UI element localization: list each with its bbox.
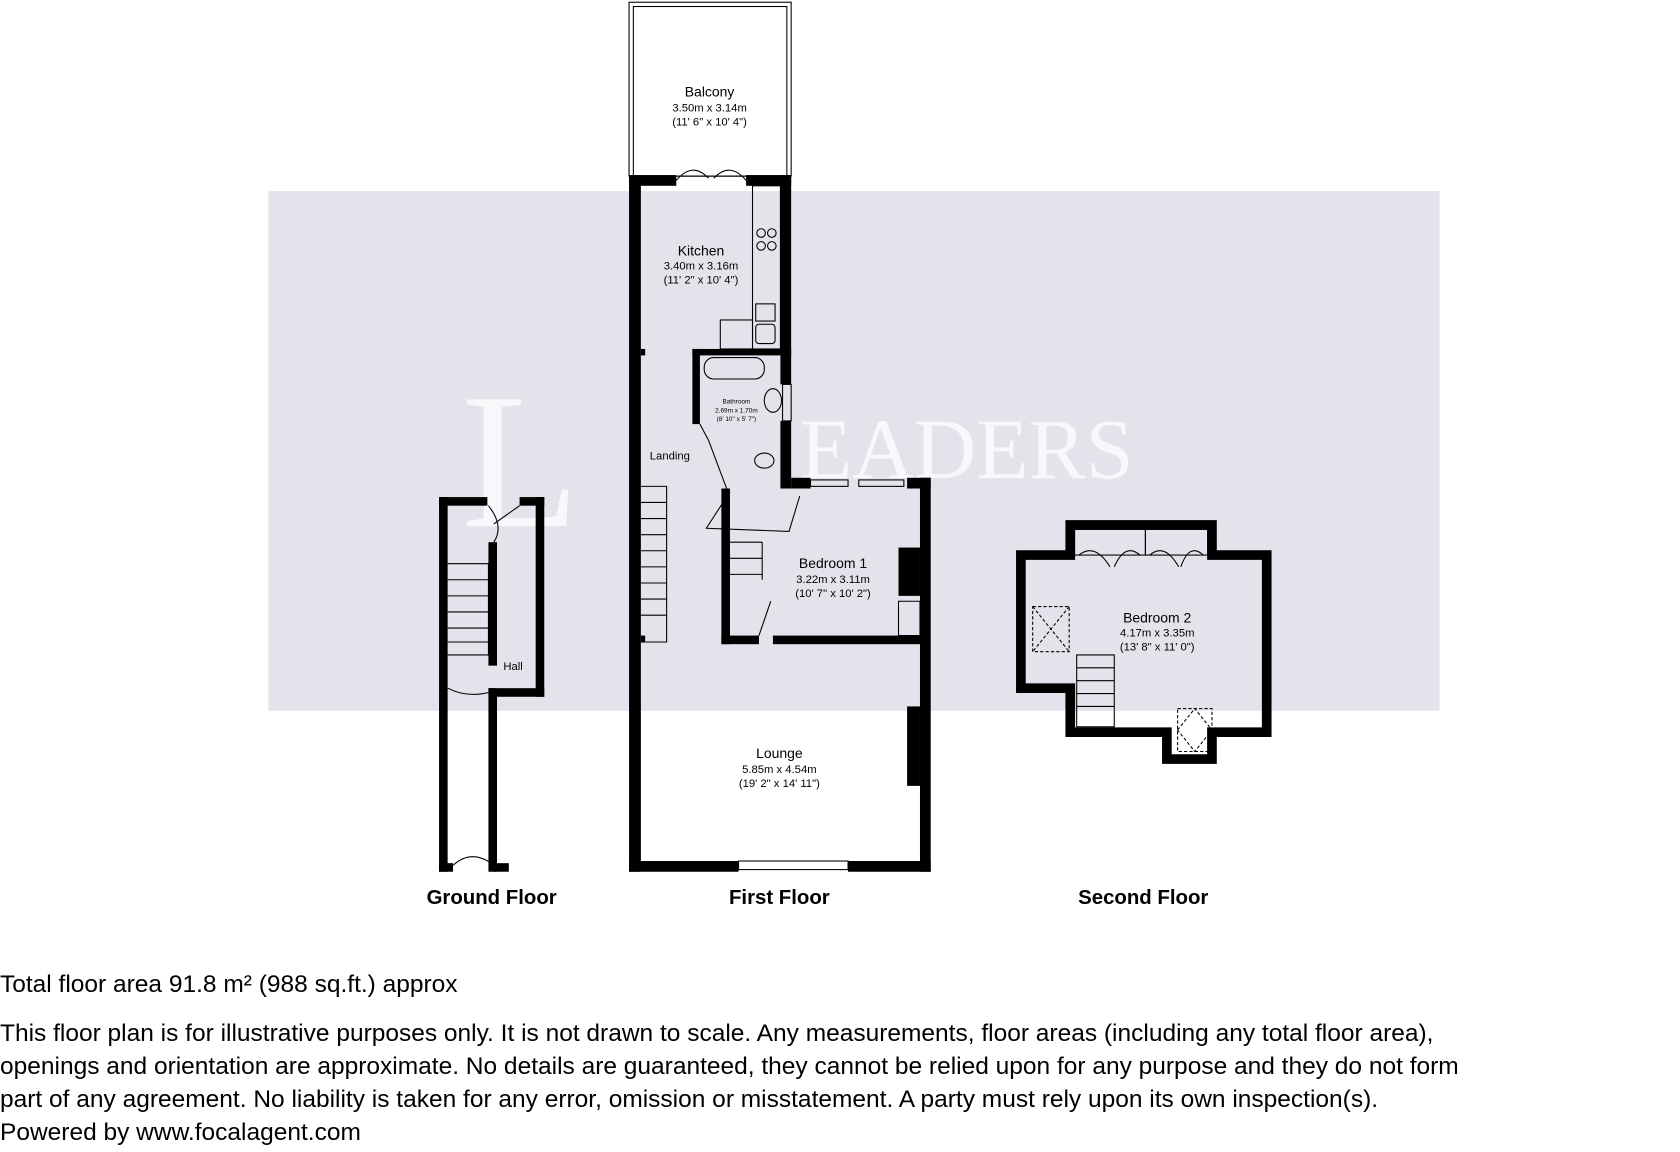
total-floor-area: Total floor area 91.8 m² (988 sq.ft.) ap… — [0, 971, 458, 998]
bathroom-imperial: (8' 10" x 5' 7") — [717, 416, 757, 423]
balcony-metric: 3.50m x 3.14m — [672, 103, 747, 115]
balcony-imperial: (11' 6" x 10' 4") — [672, 117, 747, 129]
disclaimer-line-2: openings and orientation are approximate… — [0, 1053, 1459, 1080]
bedroom2-metric: 4.17m x 3.35m — [1120, 628, 1195, 640]
disclaimer-line-3: part of any agreement. No liability is t… — [0, 1086, 1379, 1113]
ground-floor-walls — [439, 497, 545, 872]
balcony — [628, 1, 792, 177]
lounge-label: Lounge — [756, 745, 803, 761]
lounge-imperial: (19' 2" x 14' 11") — [739, 778, 820, 790]
bedroom2-label: Bedroom 2 — [1123, 610, 1191, 626]
kitchen-metric: 3.40m x 3.16m — [664, 261, 739, 273]
bedroom1-label: Bedroom 1 — [799, 555, 867, 571]
second-floor-walls — [1016, 520, 1272, 764]
kitchen-label: Kitchen — [678, 243, 725, 259]
ground-floor-fixtures — [447, 505, 520, 866]
first-floor-label: First Floor — [729, 887, 830, 909]
background-band — [268, 191, 1440, 711]
lounge-metric: 5.85m x 4.54m — [742, 764, 817, 776]
svg-text:L: L — [462, 354, 580, 568]
powered-by-link[interactable]: Powered by www.focalagent.com — [0, 1119, 361, 1146]
first-floor-walls — [629, 175, 931, 872]
first-floor-fixtures — [640, 169, 921, 871]
second-floor-fixtures — [1032, 528, 1213, 753]
bedroom1-metric: 3.22m x 3.11m — [796, 574, 870, 586]
svg-text:EADERS: EADERS — [800, 401, 1134, 497]
bathroom-metric: 2.69m x 1.70m — [715, 407, 758, 414]
disclaimer-line-1: This floor plan is for illustrative purp… — [0, 1020, 1434, 1047]
bathroom-label: Bathroom — [722, 399, 750, 406]
balcony-label: Balcony — [685, 84, 735, 100]
watermark-logo: L EADERS — [462, 354, 1134, 568]
kitchen-imperial: (11' 2" x 10' 4") — [664, 274, 739, 286]
hall-label: Hall — [503, 661, 522, 673]
second-floor-label: Second Floor — [1078, 887, 1208, 909]
ground-floor-label: Ground Floor — [427, 887, 557, 909]
bedroom2-imperial: (13' 8" x 11' 0") — [1120, 642, 1195, 654]
bedroom1-imperial: (10' 7" x 10' 2") — [795, 588, 871, 600]
landing-label: Landing — [650, 451, 690, 463]
